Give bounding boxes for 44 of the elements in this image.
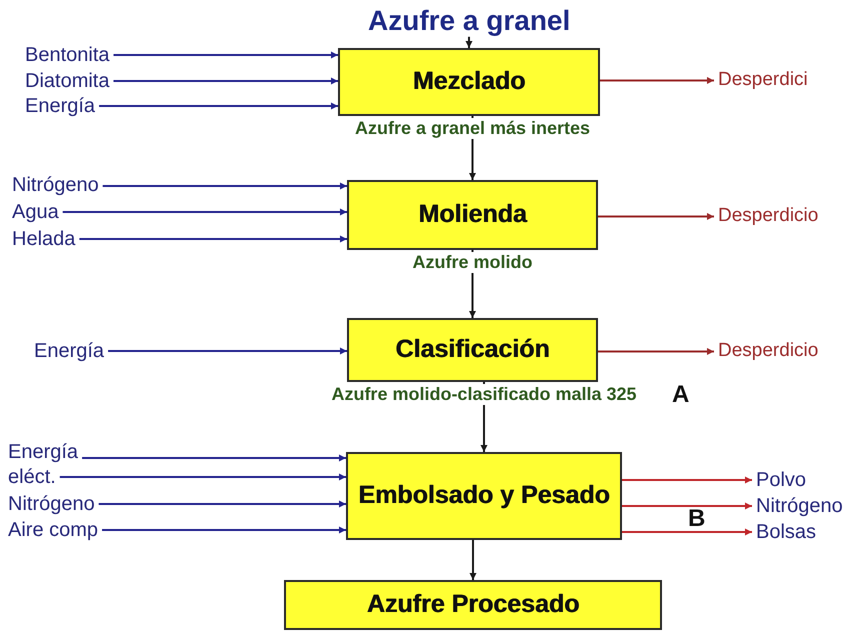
flow-label: Nitrógeno xyxy=(8,493,95,515)
process-box: Azufre Procesado xyxy=(284,580,662,630)
arrow xyxy=(113,78,338,84)
process-box: Molienda xyxy=(347,180,598,250)
arrow xyxy=(62,208,347,216)
flow-label: Desperdicio xyxy=(718,206,818,227)
process-box: Embolsado y Pesado xyxy=(346,452,622,540)
flow-label: Energía xyxy=(25,95,96,117)
arrow xyxy=(600,76,714,84)
arrow xyxy=(102,182,347,190)
arrow xyxy=(102,526,346,534)
flow-label: Agua xyxy=(12,201,59,223)
flow-label: Bentonita xyxy=(25,44,110,66)
arrow xyxy=(622,528,752,536)
flow-label: Diatomita xyxy=(25,70,110,92)
arrow xyxy=(108,348,347,354)
marker-letter: B xyxy=(688,507,706,531)
process-box: Clasificación xyxy=(347,318,598,382)
arrow xyxy=(99,102,338,110)
arrow xyxy=(622,476,752,484)
arrow xyxy=(470,540,476,580)
flow-label: Helada xyxy=(12,228,76,250)
arrow xyxy=(598,348,714,355)
flow-label: Energía xyxy=(34,340,104,362)
flow-label: Nitrógeno xyxy=(12,174,99,196)
arrow xyxy=(114,52,338,58)
arrow xyxy=(466,36,472,48)
marker-letter: A xyxy=(672,383,690,407)
flow-label: Polvo xyxy=(756,469,806,491)
arrow xyxy=(82,454,346,462)
arrow xyxy=(79,236,347,242)
flow-label: Bolsas xyxy=(756,521,816,543)
flow-label: Energía xyxy=(8,441,78,463)
flow-label: Azufre a granel xyxy=(368,6,570,37)
flow-label: eléct. xyxy=(8,466,56,488)
arrow xyxy=(98,500,346,508)
arrow xyxy=(60,474,346,480)
arrow xyxy=(598,212,714,220)
flow-label: Desperdici xyxy=(718,70,808,91)
process-box: Mezclado xyxy=(338,48,600,116)
arrow xyxy=(622,502,752,510)
flow-label: Aire comp xyxy=(8,519,98,541)
flow-label: Nitrógeno xyxy=(756,495,843,517)
flow-label: Desperdicio xyxy=(718,341,818,362)
